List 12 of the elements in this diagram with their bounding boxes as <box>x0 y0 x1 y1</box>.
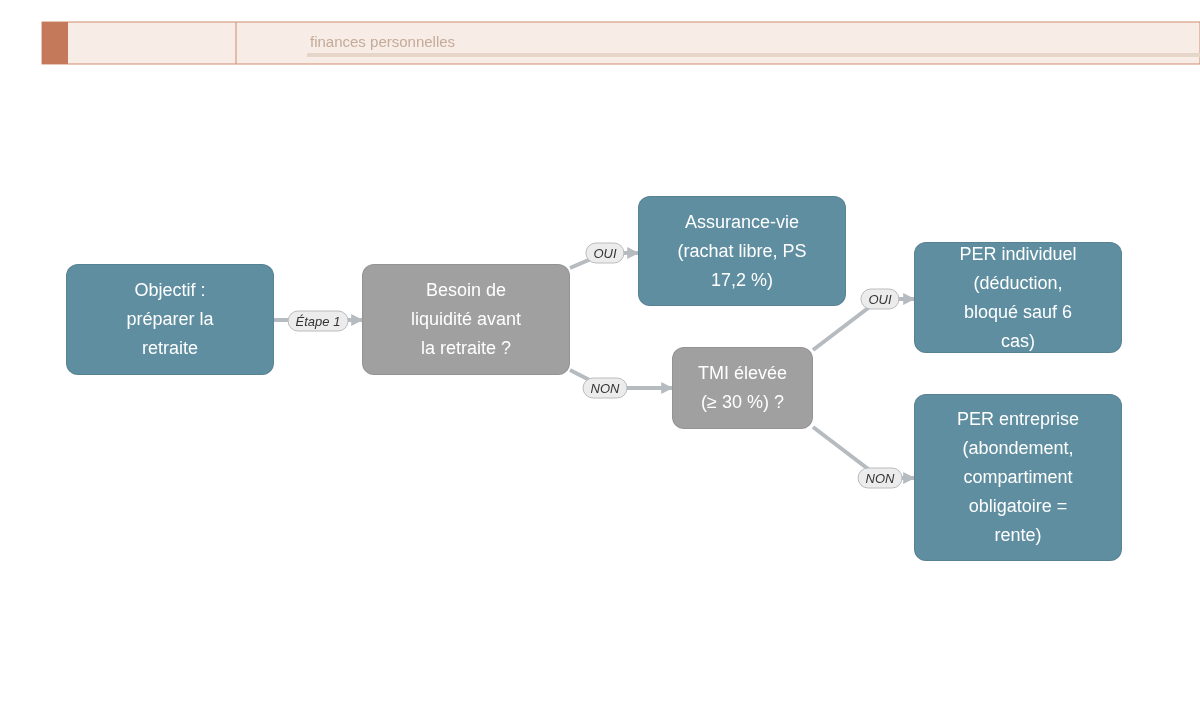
outcome-box: PER entreprise (abondement, compartiment obligatoire = rente) <box>914 394 1122 561</box>
tagline: finances personnelles <box>310 33 456 50</box>
edge-label: NON <box>857 467 903 489</box>
outcome-box: Objectif : préparer la retraite <box>66 264 274 375</box>
decision-box: TMI élevée (≥ 30 %) ? <box>672 347 813 429</box>
decision-box: Besoin de liquidité avant la retraite ? <box>362 264 570 375</box>
edge-label: Étape 1 <box>287 310 349 332</box>
edge-label: OUI <box>585 242 625 264</box>
outcome-box: Assurance-vie (rachat libre, PS 17,2 %) <box>638 196 846 306</box>
edge-label: OUI <box>860 288 900 310</box>
edge-label: NON <box>582 377 628 399</box>
outcome-box: PER individuel (déduction, bloqué sauf 6 cas) <box>914 242 1122 353</box>
